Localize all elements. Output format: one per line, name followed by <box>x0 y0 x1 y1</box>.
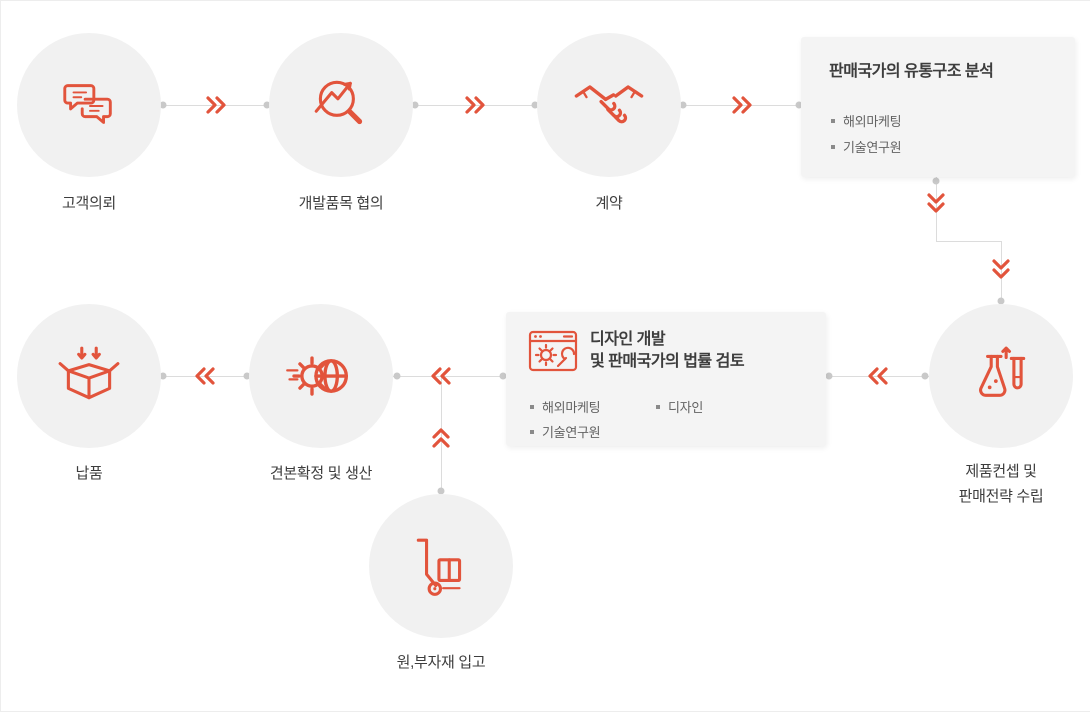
design-development-card: 디자인 개발 및 판매국가의 법률 검토 해외마케팅 기술연구원 디자인 <box>506 312 826 446</box>
chat-bubbles-icon <box>63 84 112 124</box>
card-bullet-label: 해외마케팅 <box>542 400 601 415</box>
open-box-icon <box>58 346 120 400</box>
connector-dot <box>263 101 271 109</box>
arrow-down-icon <box>992 259 1010 279</box>
card-title: 디자인 개발 및 판매국가의 법률 검토 <box>590 329 745 373</box>
connector-dot <box>159 372 167 380</box>
browser-tools-icon <box>528 330 578 372</box>
magnifier-chart-icon <box>314 80 363 125</box>
arrow-left-icon <box>195 367 215 385</box>
card-bullet-label: 기술연구원 <box>843 140 902 155</box>
hand-truck-icon <box>416 538 462 596</box>
step-label-contract: 계약 <box>595 195 623 212</box>
step-label-customer-request: 고객의뢰 <box>61 195 117 212</box>
step-circle-contract <box>537 33 681 177</box>
connector-dot <box>795 101 803 109</box>
connector-dot <box>411 101 419 109</box>
step-circle-product-concept <box>929 304 1073 448</box>
arrow-down-icon <box>927 193 945 213</box>
square-bullet-icon <box>530 429 534 434</box>
step-label-item-consultation: 개발품목 협의 <box>298 195 384 212</box>
connector-dot <box>499 372 507 380</box>
connector-dot <box>531 101 539 109</box>
card-bullet-label: 해외마케팅 <box>843 114 902 129</box>
arrow-left-icon <box>431 367 451 385</box>
card-title-line: 및 판매국가의 법률 검토 <box>590 353 745 370</box>
flask-icon <box>979 346 1026 397</box>
card-bullet-label: 디자인 <box>668 400 703 415</box>
step-circle-materials-receipt <box>369 494 513 638</box>
arrow-right-icon <box>465 96 485 114</box>
step-label-line: 제품컨셉 및 <box>965 463 1037 480</box>
step-label-delivery: 납품 <box>75 465 103 482</box>
arrow-left-icon <box>868 367 888 385</box>
card-title: 판매국가의 유통구조 분석 <box>829 63 994 80</box>
step-circle-sample-production <box>249 304 393 448</box>
card-bullet-label: 기술연구원 <box>542 425 601 440</box>
connector-dot <box>921 372 929 380</box>
step-label-line: 판매전략 수립 <box>958 488 1044 505</box>
card-bullet: 기술연구원 <box>530 422 601 441</box>
square-bullet-icon <box>831 144 835 149</box>
gear-globe-icon <box>286 356 348 396</box>
connector-dot <box>243 372 251 380</box>
step-label-product-concept: 제품컨셉 및 판매전략 수립 <box>959 459 1044 509</box>
connector-dot <box>997 297 1005 305</box>
card-title-line: 디자인 개발 <box>590 331 666 348</box>
square-bullet-icon <box>831 118 835 123</box>
card-bullet: 해외마케팅 <box>831 111 902 130</box>
connector-line <box>936 241 1001 242</box>
step-label-materials-receipt: 원,부자재 입고 <box>396 654 486 671</box>
square-bullet-icon <box>656 404 660 409</box>
connector-dot <box>679 101 687 109</box>
square-bullet-icon <box>530 404 534 409</box>
connector-dot <box>825 372 833 380</box>
connector-dot <box>393 372 401 380</box>
connector-dot <box>159 101 167 109</box>
card-bullet: 기술연구원 <box>831 137 902 156</box>
connector-line <box>393 376 506 377</box>
arrow-right-icon <box>732 96 752 114</box>
step-circle-customer-request <box>17 33 161 177</box>
step-circle-delivery <box>17 304 161 448</box>
connector-dot <box>932 177 940 185</box>
card-bullet: 해외마케팅 <box>530 397 601 416</box>
arrow-right-icon <box>206 96 226 114</box>
arrow-up-icon <box>432 428 450 448</box>
distribution-analysis-card: 판매국가의 유통구조 분석 해외마케팅 기술연구원 <box>801 37 1075 177</box>
connector-line <box>1001 241 1002 304</box>
card-bullet: 디자인 <box>656 397 703 416</box>
step-circle-item-consultation <box>269 33 413 177</box>
step-label-sample-production: 견본확정 및 생산 <box>269 465 373 482</box>
connector-line <box>441 376 442 494</box>
connector-dot <box>437 487 445 495</box>
handshake-icon <box>574 85 644 124</box>
